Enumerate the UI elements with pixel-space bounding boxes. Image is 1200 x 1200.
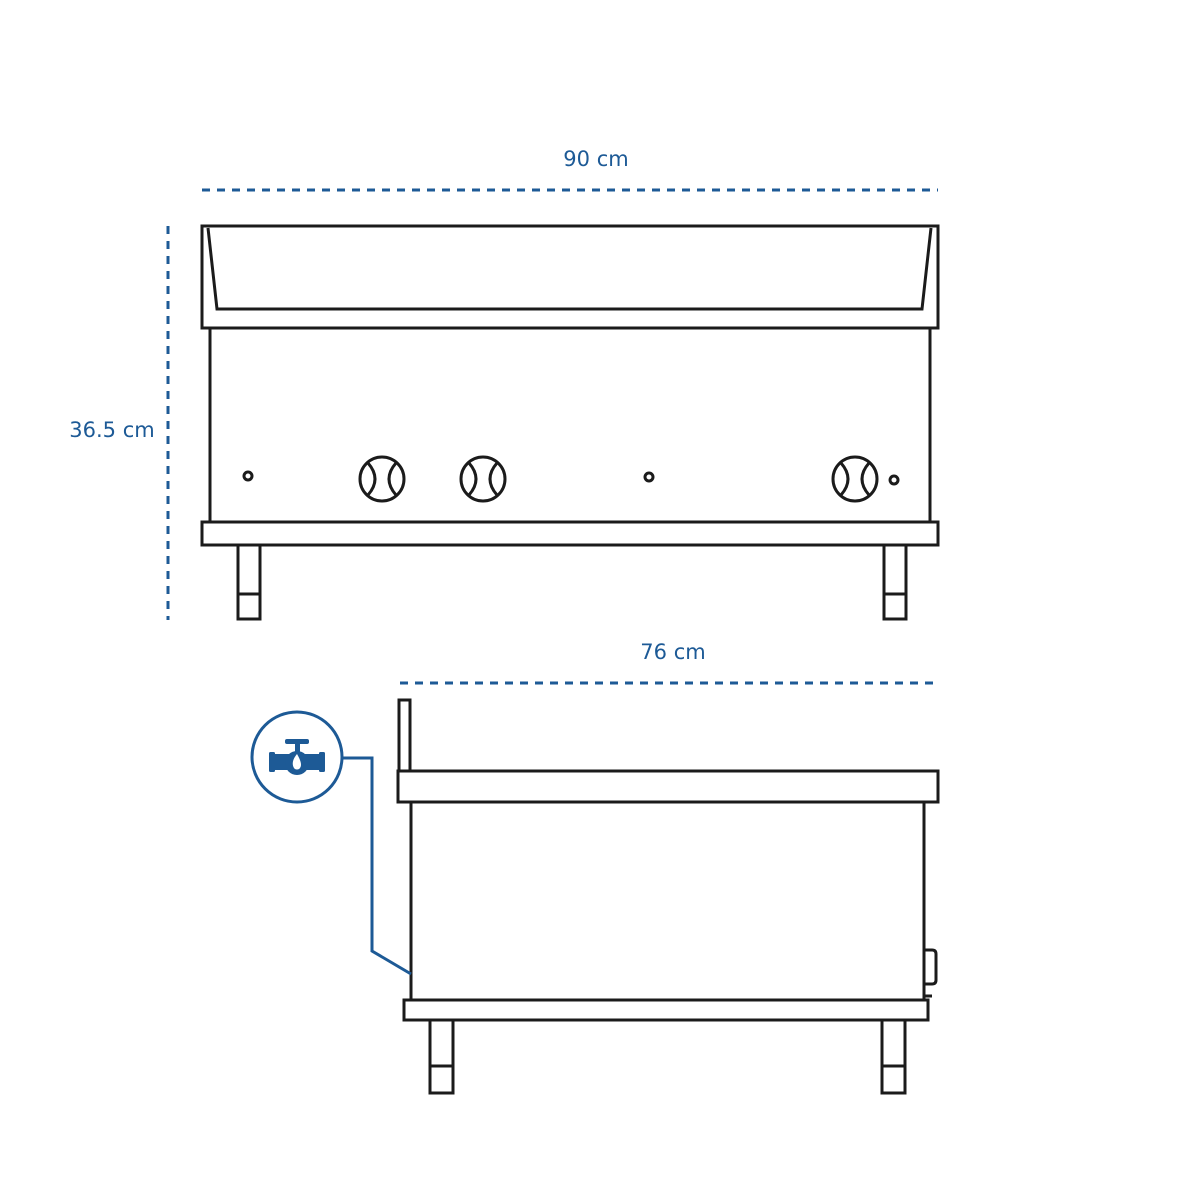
- gas-connection-callout: [250, 710, 412, 976]
- front-right-leg: [882, 543, 908, 621]
- front-tray-inner: [206, 227, 933, 311]
- dimension-annotations: [166, 188, 938, 685]
- gas-leader-line: [342, 756, 412, 976]
- width-label: 90 cm: [563, 147, 628, 171]
- control-knob-2: [459, 455, 507, 503]
- side-right-leg: [880, 1018, 907, 1095]
- front-base-plate: [200, 520, 940, 547]
- pilot-hole-3: [888, 474, 900, 486]
- side-top-plate: [396, 769, 940, 804]
- height-label: 36.5 cm: [69, 418, 154, 442]
- front-left-leg: [236, 543, 262, 621]
- side-backsplash: [397, 698, 412, 773]
- front-top-tray: [200, 224, 940, 330]
- pilot-hole-2: [643, 471, 655, 483]
- front-view: [200, 224, 940, 621]
- gas-valve-flame-icon: [269, 739, 325, 775]
- side-base-plate: [402, 998, 930, 1022]
- side-left-leg: [428, 1018, 455, 1095]
- side-knob-profile: [924, 948, 938, 986]
- front-body: [208, 326, 932, 524]
- depth-label: 76 cm: [640, 640, 705, 664]
- side-view: [396, 698, 940, 1095]
- control-knob-3: [831, 455, 879, 503]
- control-knob-1: [358, 455, 406, 503]
- side-body: [409, 800, 926, 1002]
- pilot-hole-1: [242, 470, 254, 482]
